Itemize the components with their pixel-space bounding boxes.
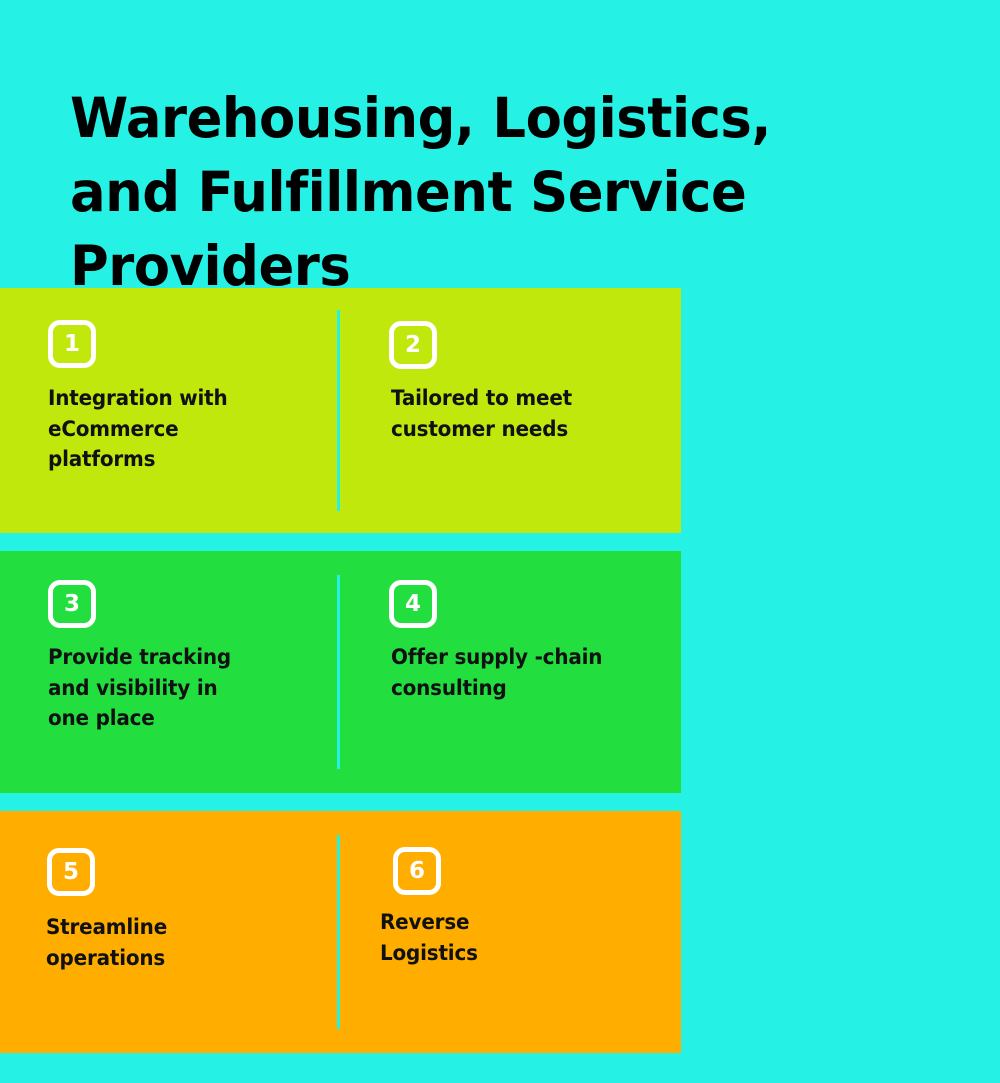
list-item: 1 Integration with eCommerce platforms (0, 288, 337, 533)
list-item: 3 Provide tracking and visibility in one… (0, 551, 337, 793)
number-badge-1: 1 (48, 320, 96, 368)
column-divider (337, 835, 340, 1029)
column-divider (337, 310, 340, 511)
page-title: Warehousing, Logistics, and Fulfillment … (70, 85, 771, 298)
column-divider (337, 575, 340, 769)
panel-two: 3 Provide tracking and visibility in one… (0, 551, 681, 793)
number-badge-4: 4 (389, 580, 437, 628)
number-badge-3: 3 (48, 580, 96, 628)
item-label-4: Offer supply -chain consulting (391, 645, 603, 700)
item-label-6: Reverse Logistics (380, 910, 478, 965)
item-label-5: Streamline operations (46, 915, 168, 970)
number-badge-6: 6 (393, 847, 441, 895)
list-item: 6 Reverse Logistics (340, 811, 681, 1053)
list-item: 5 Streamline operations (0, 811, 337, 1053)
number-badge-2: 2 (389, 321, 437, 369)
list-item: 4 Offer supply -chain consulting (340, 551, 681, 793)
list-item: 2 Tailored to meet customer needs (340, 288, 681, 533)
number-badge-5: 5 (47, 848, 95, 896)
item-label-2: Tailored to meet customer needs (391, 386, 573, 441)
panel-one: 1 Integration with eCommerce platforms 2… (0, 288, 681, 533)
panel-three: 5 Streamline operations 6 Reverse Logist… (0, 811, 681, 1053)
item-label-3: Provide tracking and visibility in one p… (48, 645, 231, 730)
item-label-1: Integration with eCommerce platforms (48, 386, 228, 471)
